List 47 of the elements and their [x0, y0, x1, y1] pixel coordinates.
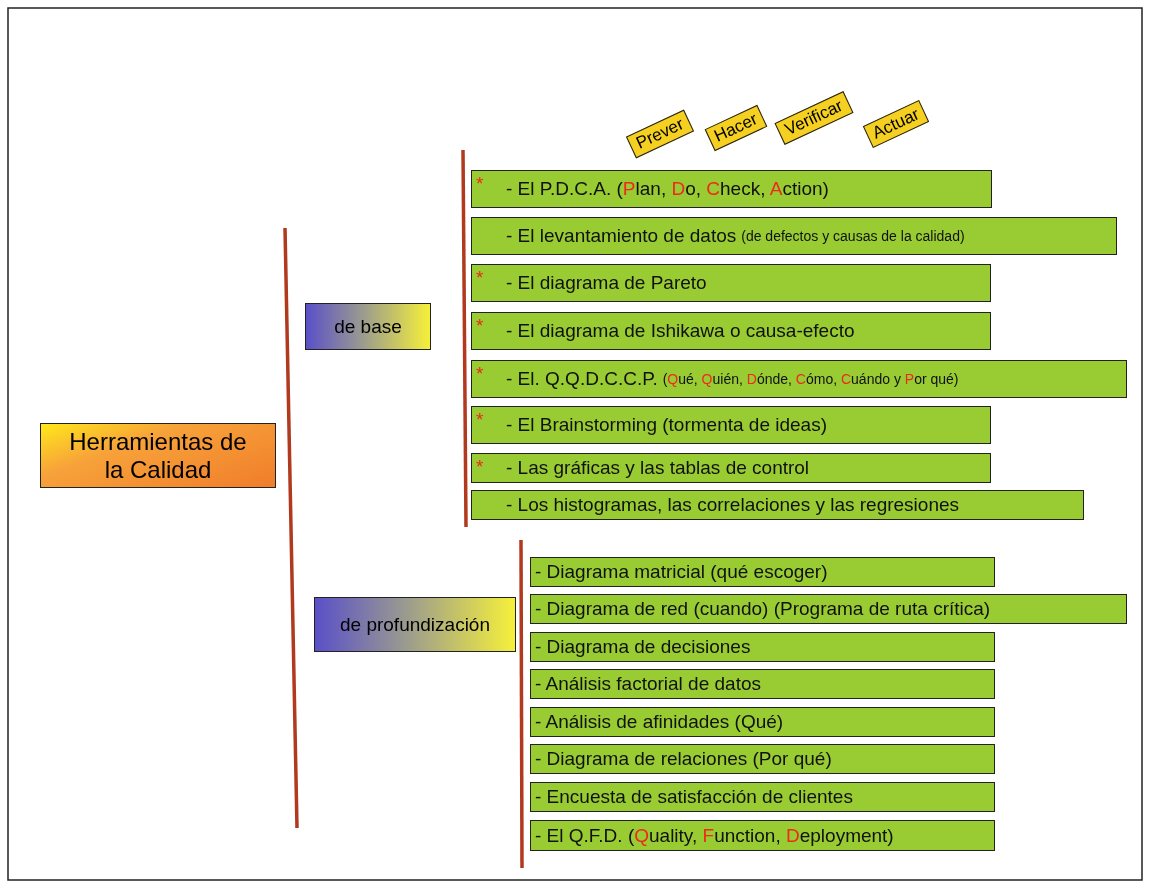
tool-item-box	[530, 632, 995, 662]
tool-item-box	[471, 312, 991, 350]
tool-item-box	[471, 264, 991, 302]
asterisk-marker: *	[476, 173, 485, 195]
tool-item-box	[471, 170, 992, 208]
asterisk-marker: *	[476, 363, 485, 385]
item-text: - Análisis de afinidades (Qué)	[535, 711, 784, 733]
item-text: - El P.D.C.A. (Plan, Do, Check, Action)	[506, 178, 829, 200]
category-box	[305, 303, 431, 350]
tool-item-box	[530, 820, 995, 851]
tool-item-box	[471, 360, 1127, 398]
tool-item-box	[471, 490, 1084, 520]
box-label: de base	[334, 315, 402, 338]
tool-item-box	[530, 557, 995, 587]
item-text: - Los histogramas, las correlaciones y las regresiones	[506, 494, 960, 516]
tool-item-box	[530, 782, 995, 812]
item-text: - El. Q.Q.D.C.C.P.	[506, 368, 658, 390]
asterisk-marker: *	[476, 267, 485, 289]
tool-item-box	[471, 217, 1117, 255]
item-text: - El diagrama de Ishikawa o causa-efecto	[506, 320, 855, 342]
item-text: - Diagrama de relaciones (Por qué)	[535, 748, 832, 770]
item-text: - Las gráficas y las tablas de control	[506, 457, 810, 479]
asterisk-marker: *	[476, 315, 485, 337]
item-text: - Análisis factorial de datos	[535, 673, 761, 695]
box-label: Herramientas de la Calidad	[68, 427, 248, 484]
item-text: - Diagrama de red (cuando) (Programa de ruta crítica)	[535, 598, 991, 620]
item-text: - Diagrama de decisiones	[535, 636, 751, 658]
note-text: (de defectos y causas de la calidad)	[741, 228, 965, 244]
item-text: - El Brainstorming (tormenta de ideas)	[506, 414, 827, 436]
item-text: - Encuesta de satisfacción de clientes	[535, 786, 853, 808]
item-text: - Diagrama matricial (qué escoger)	[535, 561, 828, 583]
tool-item-box	[530, 707, 995, 737]
tool-item-box	[471, 406, 991, 444]
tool-item-box	[530, 744, 995, 774]
item-text: - El diagrama de Pareto	[506, 272, 707, 294]
box-label: de profundización	[340, 613, 490, 636]
tool-item-box	[471, 453, 991, 483]
asterisk-marker: *	[476, 409, 485, 431]
asterisk-marker: *	[476, 456, 485, 478]
item-text: - El Q.F.D. (Quality, Function, Deployment)	[535, 824, 894, 847]
tool-item-box	[530, 594, 1127, 624]
item-text: - El levantamiento de datos	[506, 225, 737, 247]
category-box	[314, 597, 516, 652]
topic-box	[40, 423, 276, 488]
box-label: Hacer	[711, 109, 761, 147]
note-text: (Qué, Quién, Dónde, Cómo, Cuándo y Por qué)	[662, 371, 959, 387]
tool-item-box	[530, 669, 995, 699]
